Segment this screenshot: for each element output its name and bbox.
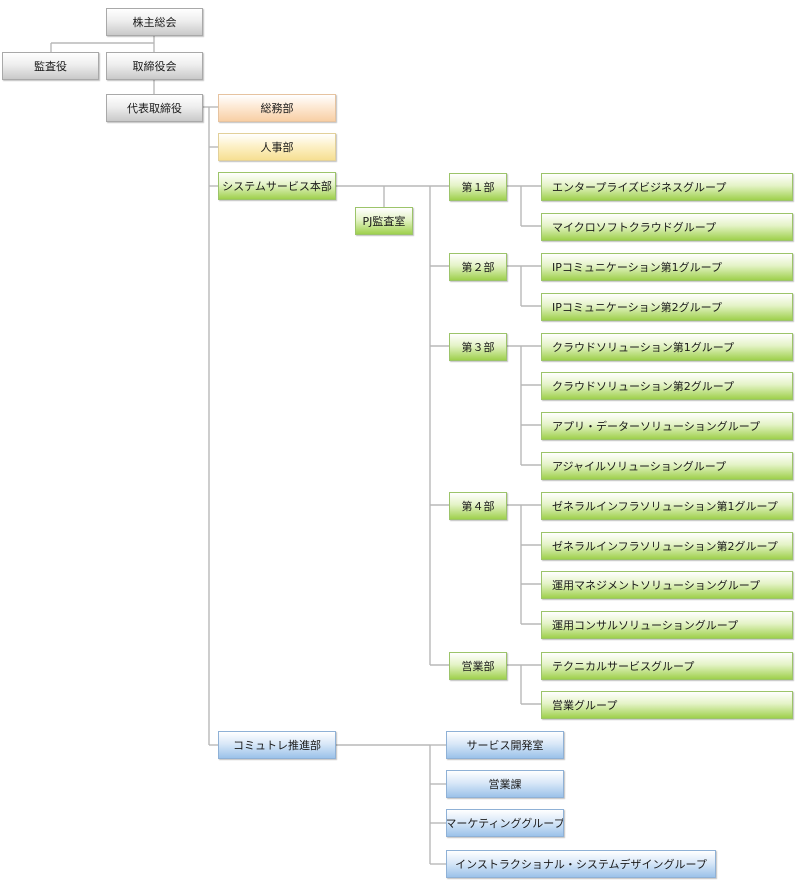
system-service-hq-box: システムサービス本部 [218, 172, 336, 200]
dept1-box: 第１部 [449, 173, 507, 201]
group-general-infra-1: ゼネラルインフラソリューション第1グループ [541, 492, 793, 520]
marketing-group-box: マーケティンググループ [446, 809, 564, 837]
group-technical-service: テクニカルサービスグループ [541, 652, 793, 680]
dept4-box: 第４部 [449, 492, 507, 520]
commutre-promotion-dept-box: コミュトレ推進部 [218, 731, 336, 759]
group-agile-solution: アジャイルソリューショングループ [541, 452, 793, 480]
group-app-data-solution: アプリ・データーソリューショングループ [541, 412, 793, 440]
group-sales: 営業グループ [541, 691, 793, 719]
instructional-system-design-group-box: インストラクショナル・システムデザイングループ [446, 850, 716, 878]
group-ip-communication-1: IPコミュニケーション第1グループ [541, 253, 793, 281]
sales-section-box: 営業課 [446, 770, 564, 798]
sales-dept-box: 営業部 [449, 652, 507, 680]
dept2-box: 第２部 [449, 253, 507, 281]
general-affairs-dept-box: 総務部 [218, 94, 336, 122]
group-ops-consulting-solution: 運用コンサルソリューショングループ [541, 611, 793, 639]
group-cloud-solution-1: クラウドソリューション第1グループ [541, 333, 793, 361]
group-enterprise-business: エンタープライズビジネスグループ [541, 173, 793, 201]
board-of-directors-box: 取締役会 [106, 52, 203, 80]
hr-dept-box: 人事部 [218, 133, 336, 161]
group-cloud-solution-2: クラウドソリューション第2グループ [541, 372, 793, 400]
shareholders-meeting-box: 株主総会 [106, 8, 203, 36]
group-general-infra-2: ゼネラルインフラソリューション第2グループ [541, 532, 793, 560]
pj-audit-office-box: PJ監査室 [355, 207, 413, 235]
dept3-box: 第３部 [449, 333, 507, 361]
representative-director-box: 代表取締役 [106, 94, 203, 122]
service-development-office-box: サービス開発室 [446, 731, 564, 759]
auditor-box: 監査役 [2, 52, 99, 80]
group-ip-communication-2: IPコミュニケーション第2グループ [541, 293, 793, 321]
group-microsoft-cloud: マイクロソフトクラウドグループ [541, 213, 793, 241]
group-ops-management-solution: 運用マネジメントソリューショングループ [541, 571, 793, 599]
